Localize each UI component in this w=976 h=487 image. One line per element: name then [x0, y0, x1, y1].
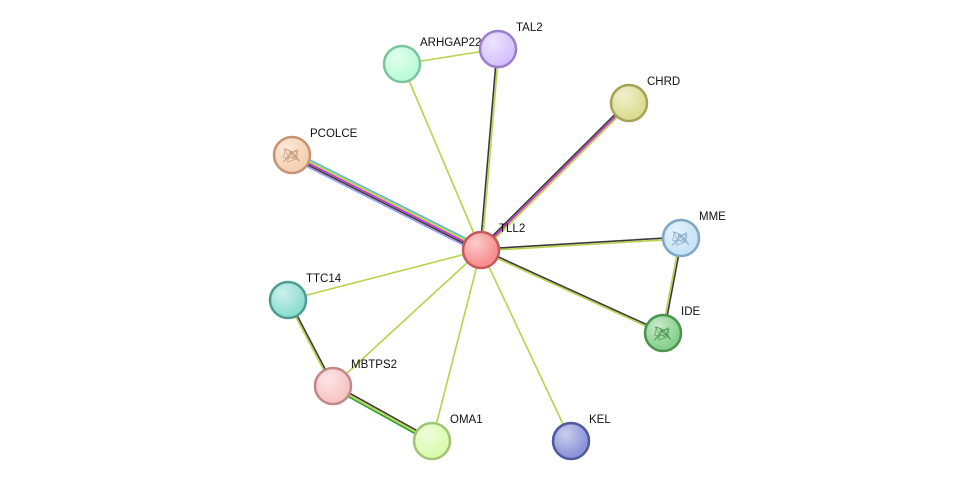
edge-evidence-line [290, 155, 481, 253]
edge-evidence-line [480, 248, 665, 333]
node-chrd[interactable]: CHRD [609, 76, 680, 123]
edge-evidence-line [480, 236, 682, 250]
edge-evidence-line [332, 249, 482, 387]
node-label: KEL [589, 414, 611, 426]
node-label: TAL2 [516, 22, 543, 34]
edge-tll2-ide[interactable] [479, 248, 665, 335]
node-kel[interactable]: KEL [551, 414, 611, 461]
node-highlight [481, 32, 515, 66]
edge-tll2-chrd[interactable] [478, 100, 632, 253]
edge-tll2-arhgap22[interactable] [401, 63, 482, 251]
node-ide[interactable]: IDE [643, 306, 701, 353]
edge-evidence-line [479, 48, 498, 251]
node-label: IDE [681, 306, 701, 318]
node-arhgap22[interactable]: ARHGAP22 [382, 37, 481, 84]
edge-evidence-line [480, 102, 630, 251]
edge-tll2-mbtps2[interactable] [332, 249, 482, 387]
edge-tll2-mme[interactable] [480, 236, 682, 252]
node-oma1[interactable]: OMA1 [412, 414, 483, 461]
node-label: MBTPS2 [351, 359, 397, 371]
node-highlight [664, 221, 698, 255]
edge-evidence-line [289, 157, 481, 255]
node-label: MME [699, 211, 726, 223]
edge-tll2-oma1[interactable] [431, 249, 482, 442]
edge-evidence-line [401, 63, 482, 251]
edge-evidence-line [287, 249, 482, 301]
edge-evidence-line [292, 150, 484, 248]
protein-structure-icon [282, 148, 301, 163]
node-label: TTC14 [306, 273, 342, 285]
edge-evidence-line [481, 48, 500, 251]
protein-structure-icon [653, 326, 672, 341]
node-highlight [385, 47, 419, 81]
edge-evidence-line [479, 250, 664, 335]
edge-tll2-ttc14[interactable] [287, 249, 482, 301]
node-label: CHRD [647, 76, 680, 88]
edge-tll2-tal2[interactable] [479, 48, 500, 251]
node-highlight [646, 316, 680, 350]
protein-structure-icon [671, 231, 690, 246]
node-highlight [271, 283, 305, 317]
node-label: ARHGAP22 [420, 37, 481, 49]
node-highlight [612, 86, 646, 120]
edge-evidence-line [480, 249, 572, 442]
edge-evidence-line [481, 103, 632, 253]
node-label: TLL2 [499, 223, 525, 235]
edge-tll2-pcolce[interactable] [289, 150, 484, 255]
node-highlight [464, 233, 498, 267]
node-tal2[interactable]: TAL2 [478, 22, 543, 69]
edge-evidence-line [478, 100, 629, 250]
node-highlight [554, 424, 588, 458]
edge-tll2-kel[interactable] [480, 249, 572, 442]
edge-evidence-line [480, 238, 682, 252]
node-label: OMA1 [450, 414, 483, 426]
edge-evidence-line [292, 152, 483, 250]
node-pcolce[interactable]: PCOLCE [272, 128, 358, 175]
node-mbtps2[interactable]: MBTPS2 [313, 359, 397, 406]
node-label: PCOLCE [310, 128, 358, 140]
node-mme[interactable]: MME [661, 211, 726, 258]
node-ttc14[interactable]: TTC14 [268, 273, 342, 320]
node-highlight [415, 424, 449, 458]
edge-evidence-line [431, 249, 482, 442]
edge-evidence-line [291, 154, 482, 251]
node-tll2[interactable]: TLL2 [461, 223, 525, 270]
node-highlight [316, 369, 350, 403]
node-highlight [275, 138, 309, 172]
